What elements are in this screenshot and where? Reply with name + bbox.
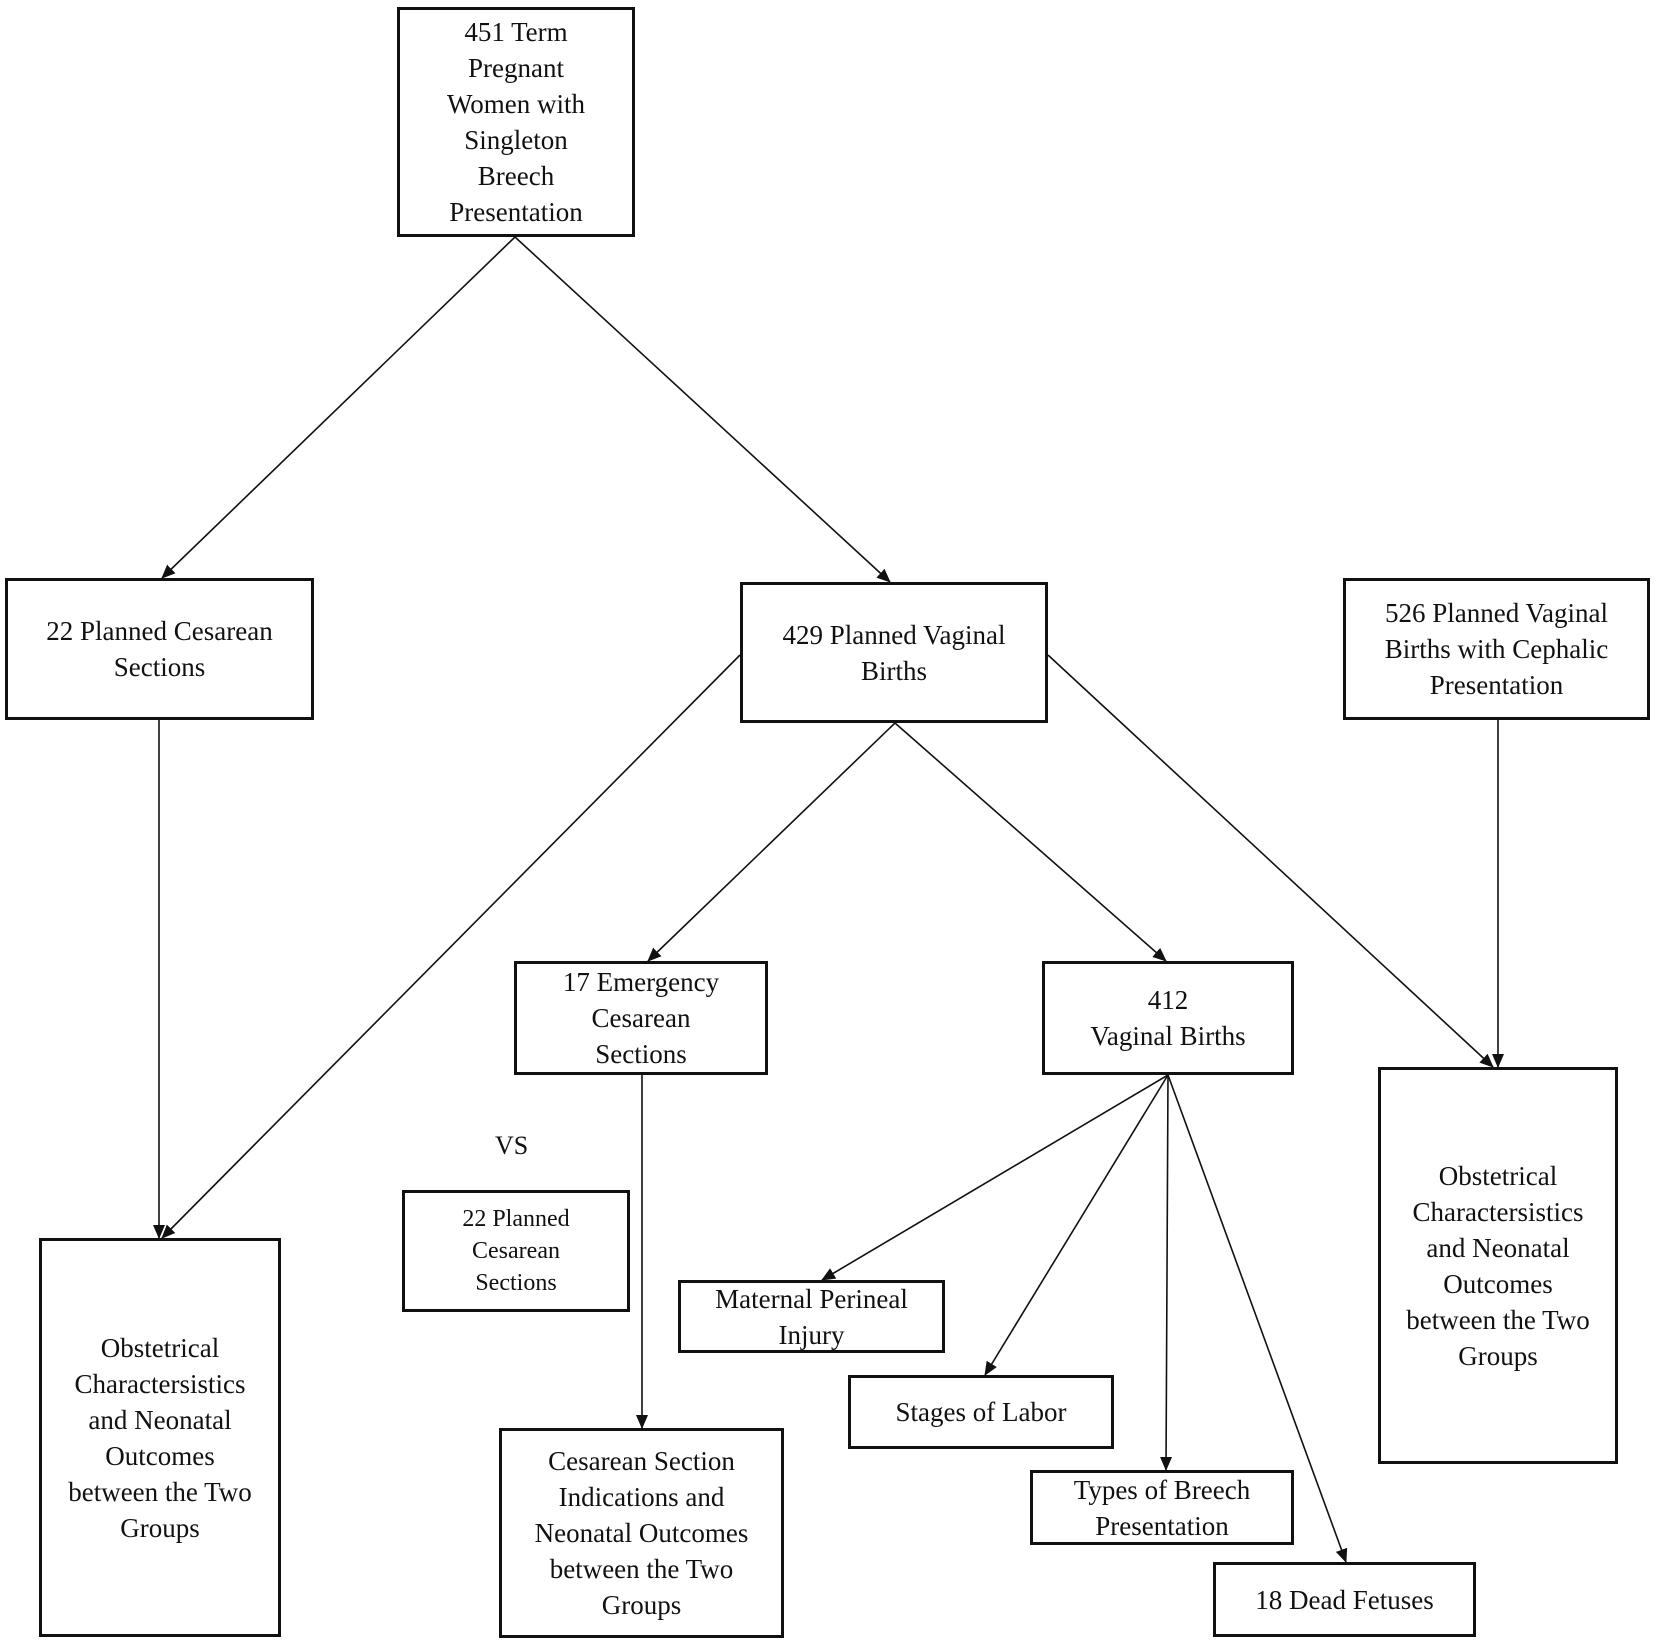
planned-cesarean-box: 22 Planned Cesarean Sections: [5, 578, 314, 720]
dead-fetuses-label: 18 Dead Fetuses: [1255, 1584, 1434, 1615]
root-box: 451 Term Pregnant Women with Singleton B…: [397, 7, 635, 237]
arrow-planned-vaginal-to-emergency-cesarean: [647, 722, 896, 962]
arrow-planned-vaginal-to-outcomes-left: [161, 654, 741, 1239]
dead-fetuses-box: 18 Dead Fetuses: [1213, 1562, 1476, 1637]
cesarean-indications-box: Cesarean Section Indications and Neonata…: [499, 1428, 784, 1638]
planned-vaginal-label: 429 Planned Vaginal Births: [782, 619, 1006, 686]
perineal-injury-label: Maternal Perineal Injury: [715, 1283, 908, 1350]
planned-vaginal-box: 429 Planned Vaginal Births: [740, 582, 1048, 723]
vs-label: VS: [495, 1131, 529, 1160]
arrow-root-to-planned-vaginal: [514, 236, 891, 583]
arrow-vaginal-births-to-stages-labor: [984, 1074, 1169, 1376]
vaginal-births-label: 412 Vaginal Births: [1090, 985, 1246, 1051]
arrow-root-to-planned-cesarean: [161, 236, 516, 579]
vaginal-births-box: 412 Vaginal Births: [1042, 961, 1294, 1075]
comparison-cesarean-label: 22 Planned Cesarean Sections: [462, 1206, 570, 1296]
stages-labor-label: Stages of Labor: [895, 1397, 1067, 1427]
outcomes-right-box: Obstetrical Charactersistics and Neonata…: [1378, 1067, 1618, 1464]
arrow-planned-vaginal-to-outcomes-right: [1047, 654, 1494, 1068]
root-label: 451 Term Pregnant Women with Singleton B…: [446, 17, 586, 227]
cephalic-box: 526 Planned Vaginal Births with Cephalic…: [1343, 578, 1650, 720]
emergency-cesarean-box: 17 Emergency Cesarean Sections: [514, 961, 768, 1075]
cesarean-indications-label: Cesarean Section Indications and Neonata…: [534, 1446, 749, 1620]
comparison-cesarean-box: 22 Planned Cesarean Sections: [402, 1190, 630, 1312]
breech-types-label: Types of Breech Presentation: [1073, 1474, 1251, 1541]
arrow-vaginal-births-to-perineal-injury: [821, 1074, 1169, 1281]
cephalic-label: 526 Planned Vaginal Births with Cephalic…: [1384, 598, 1609, 700]
emergency-cesarean-label: 17 Emergency Cesarean Sections: [562, 967, 720, 1069]
perineal-injury-box: Maternal Perineal Injury: [678, 1280, 945, 1353]
arrow-vaginal-births-to-breech-types: [1160, 1074, 1173, 1471]
outcomes-left-label: Obstetrical Charactersistics and Neonata…: [68, 1332, 252, 1543]
arrow-planned-vaginal-to-vaginal-births: [894, 722, 1167, 962]
outcomes-right-label: Obstetrical Charactersistics and Neonata…: [1406, 1160, 1590, 1371]
breech-types-box: Types of Breech Presentation: [1030, 1470, 1294, 1545]
arrow-vaginal-births-to-dead-fetuses: [1167, 1074, 1348, 1563]
stages-labor-box: Stages of Labor: [848, 1375, 1114, 1449]
outcomes-left-box: Obstetrical Charactersistics and Neonata…: [39, 1238, 281, 1637]
planned-cesarean-label: 22 Planned Cesarean Sections: [46, 616, 273, 682]
